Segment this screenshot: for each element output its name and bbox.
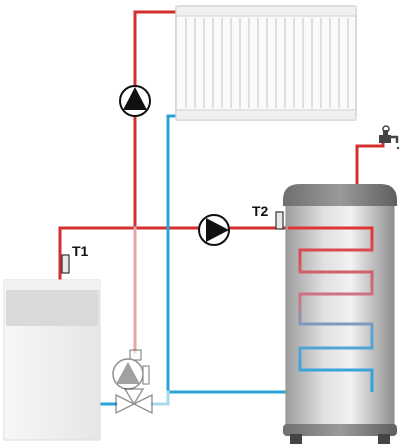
circulation-pump-icon <box>112 349 150 390</box>
tank-heating-coil <box>288 226 374 392</box>
temperature-sensor-icon <box>61 254 70 274</box>
pipe-network <box>58 10 385 406</box>
circulation-pump-icon <box>198 214 230 246</box>
faded-cold-pipe-valve <box>150 390 170 406</box>
temperature-sensor-icon <box>275 211 284 230</box>
hot-water-tank-icon <box>283 184 397 444</box>
t1-label: T1 <box>72 243 89 259</box>
three-way-valve-icon <box>115 388 153 415</box>
hot-pipe-main <box>58 226 375 302</box>
radiator-icon <box>175 5 357 121</box>
hot-pipe-tap <box>355 135 385 192</box>
cold-pipe-radiator-return <box>166 114 374 394</box>
water-tap-icon <box>379 125 400 150</box>
t2-label: T2 <box>252 203 269 219</box>
boiler-icon <box>3 279 101 441</box>
circulation-pump-icon <box>119 85 151 117</box>
hot-pipe-radiator-supply <box>133 10 178 230</box>
